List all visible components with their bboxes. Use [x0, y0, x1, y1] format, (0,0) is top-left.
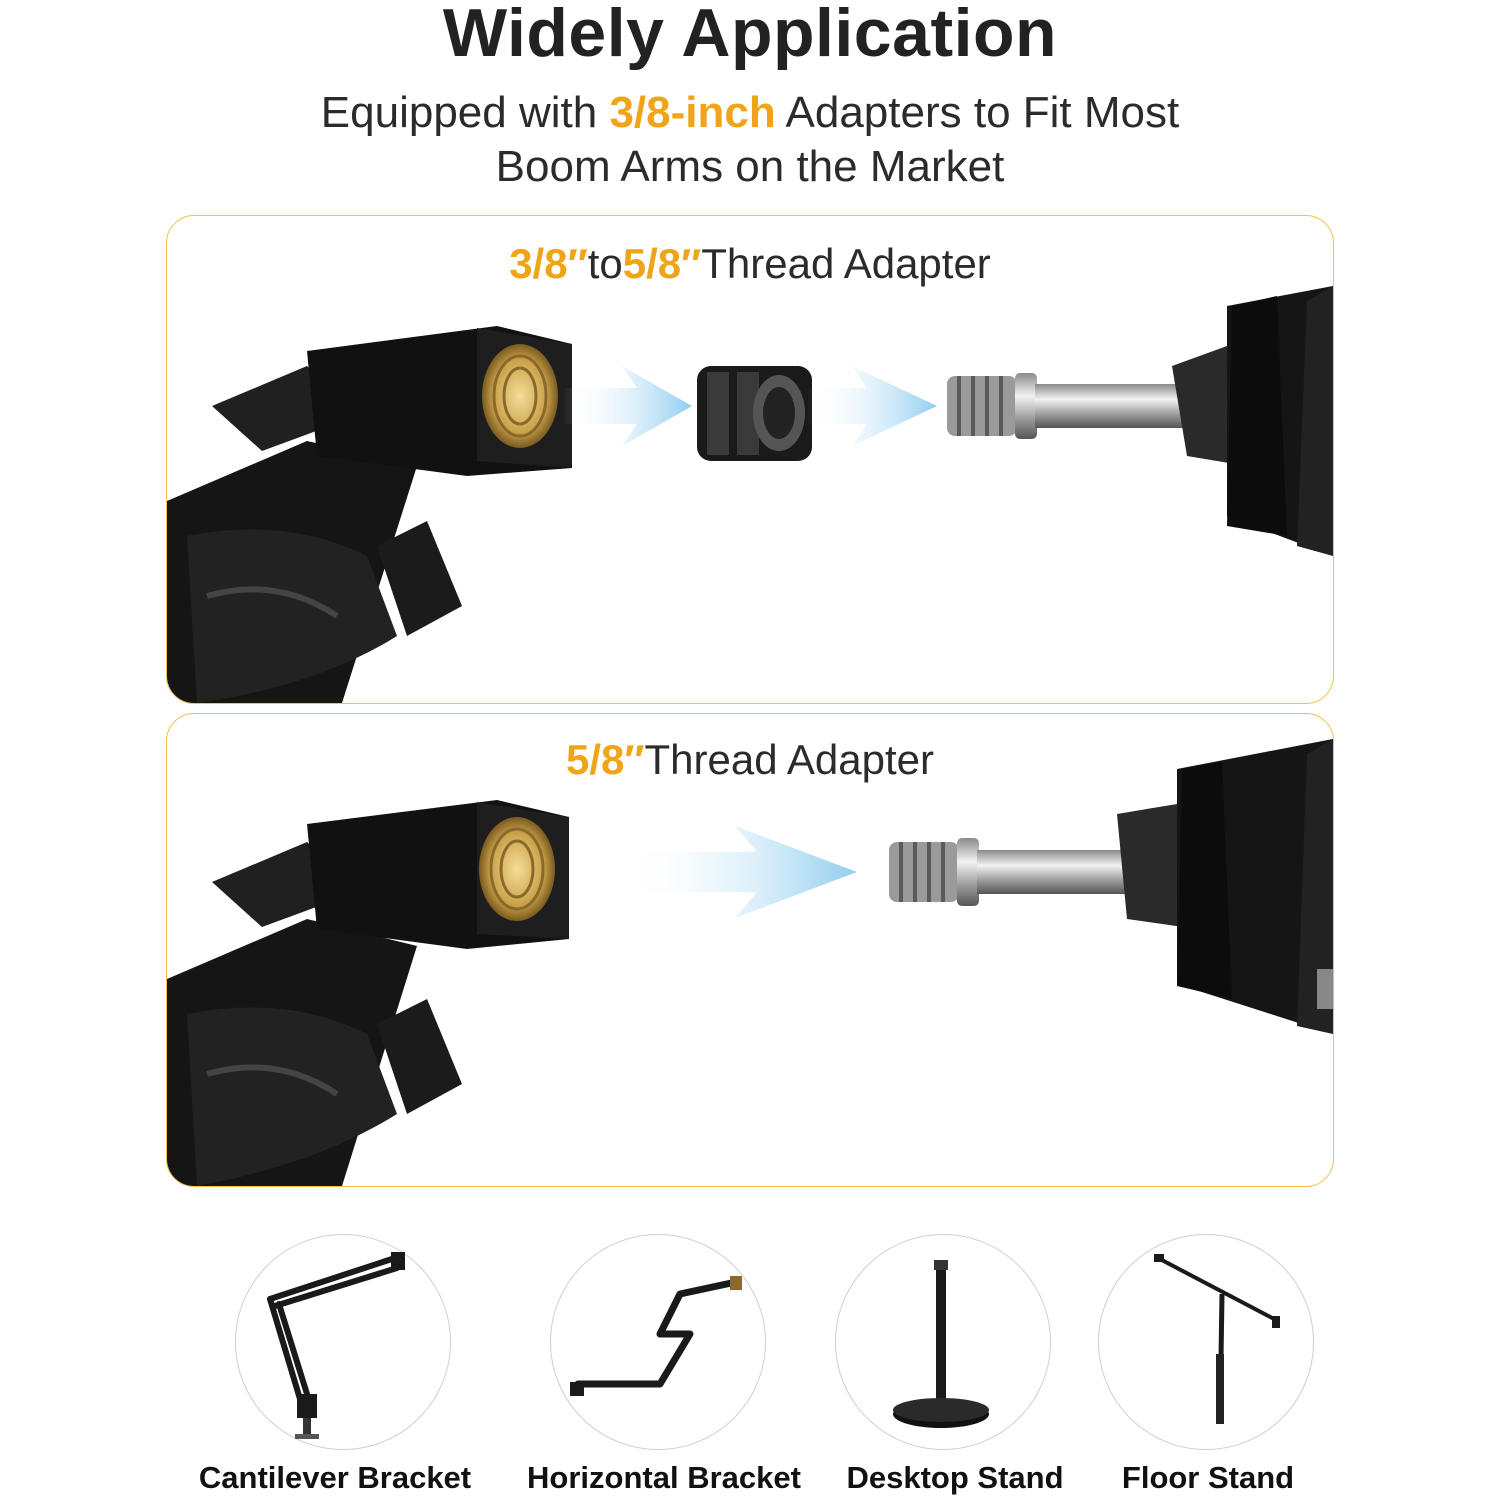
cantilever-bracket-icon	[267, 1252, 405, 1439]
page-title: Widely Application	[442, 0, 1058, 71]
shock-mount-icon	[167, 800, 569, 1186]
panel-title-accent-2: 5/8″	[622, 240, 702, 287]
floor-stand-circle	[1098, 1234, 1314, 1450]
thread-adapter-icon	[697, 366, 812, 461]
panel-title-mid: to	[587, 240, 623, 287]
panel-title-rest: Thread Adapter	[644, 736, 935, 783]
panel-title-accent-1: 5/8″	[565, 736, 645, 783]
subtitle-line-2: Boom Arms on the Market	[495, 142, 1005, 191]
panel-title: 5/8″Thread Adapter	[167, 736, 1333, 784]
subtitle-suffix: Adapters to Fit Most	[785, 88, 1180, 137]
boom-arm-screw-icon	[889, 739, 1333, 1034]
adapter-illustration	[167, 739, 1333, 1186]
shock-mount-icon	[167, 326, 572, 703]
subtitle-prefix: Equipped with	[320, 88, 598, 137]
page-subtitle: Equipped with 3/8-inch Adapters to Fit M…	[250, 86, 1250, 194]
desktop-stand-icon	[893, 1260, 989, 1428]
cantilever-bracket-circle	[235, 1234, 451, 1450]
arrow-icon	[622, 826, 857, 918]
panel-title: 3/8″to5/8″Thread Adapter	[167, 240, 1333, 288]
use-label: Desktop Stand	[846, 1460, 1064, 1495]
adapter-panel-3-8-to-5-8: 3/8″to5/8″Thread Adapter	[166, 215, 1334, 704]
adapter-illustration	[167, 286, 1333, 703]
arrow-icon	[562, 366, 692, 446]
horizontal-bracket-circle	[550, 1234, 766, 1450]
compatible-stands-row: Cantilever Bracket Horizontal Bracket De…	[0, 1230, 1500, 1500]
arrow-icon	[807, 366, 937, 446]
adapter-panel-5-8: 5/8″Thread Adapter	[166, 713, 1334, 1187]
use-label: Floor Stand	[1121, 1460, 1295, 1495]
floor-stand-icon	[1154, 1254, 1280, 1425]
use-label: Horizontal Bracket	[527, 1460, 801, 1495]
use-label: Cantilever Bracket	[198, 1460, 472, 1495]
boom-arm-screw-icon	[947, 286, 1333, 556]
panel-title-accent-1: 3/8″	[509, 240, 588, 287]
horizontal-bracket-icon	[570, 1276, 742, 1396]
panel-title-rest: Thread Adapter	[701, 240, 991, 287]
subtitle-accent: 3/8-inch	[609, 88, 776, 137]
